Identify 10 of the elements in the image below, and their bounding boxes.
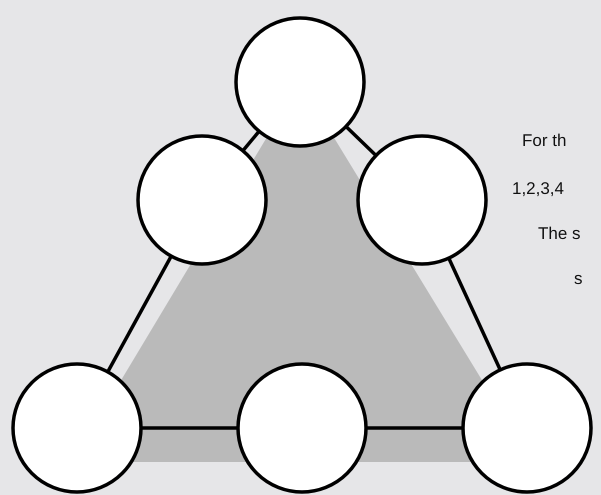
connecting-line	[242, 130, 260, 152]
text-fragment: The s	[538, 224, 581, 244]
connecting-line	[106, 255, 173, 373]
text-fragment: s	[574, 269, 582, 289]
connecting-line	[141, 426, 238, 430]
text-fragment: 1,2,3,4	[512, 179, 564, 199]
connecting-line	[344, 125, 378, 157]
connecting-line	[366, 426, 463, 430]
text-fragment: For th	[522, 131, 566, 151]
connecting-line	[447, 257, 502, 371]
